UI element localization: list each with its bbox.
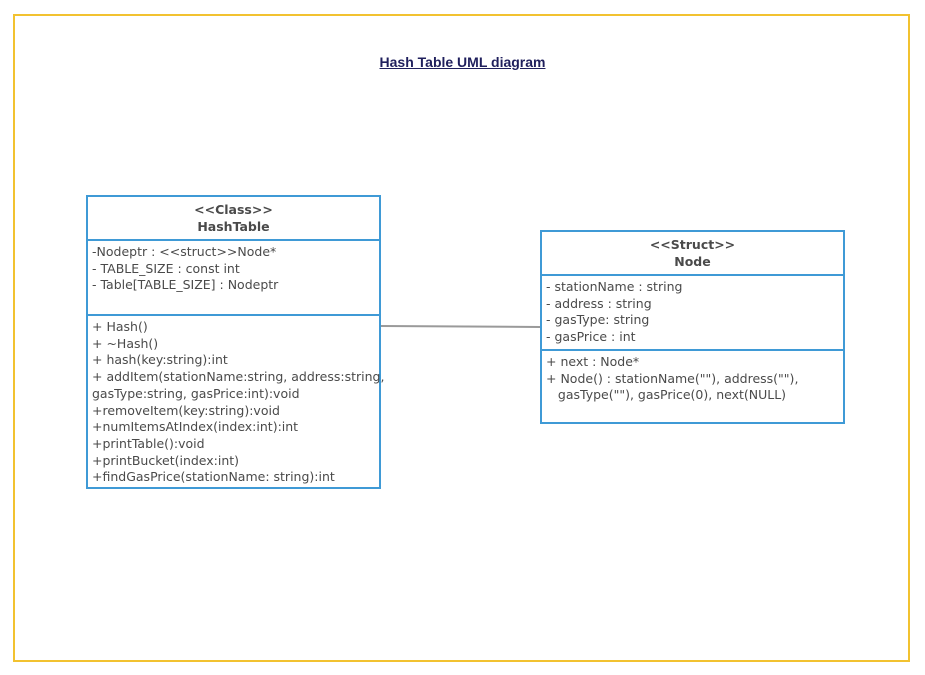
node-method: + Node() : stationName(""), address(""),	[546, 370, 799, 386]
hashtable-method: +findGasPrice(stationName: string):int	[92, 469, 335, 485]
node-attributes: - stationName : string - address : strin…	[542, 276, 843, 351]
node-attribute: - gasType: string	[546, 312, 650, 328]
hashtable-class-name: HashTable	[197, 219, 270, 234]
node-methods: + next : Node* + Node() : stationName(""…	[542, 351, 843, 404]
hashtable-method: + addItem(stationName:string, address:st…	[92, 369, 385, 385]
diagram-frame	[13, 14, 910, 662]
hashtable-method: +numItemsAtIndex(index:int):int	[92, 419, 299, 435]
hashtable-attribute: -Nodeptr : <<struct>>Node*	[92, 244, 277, 259]
node-attribute: - stationName : string	[546, 279, 683, 294]
node-stereotype: <<Struct>>	[649, 237, 736, 252]
hashtable-method: +removeItem(key:string):void	[92, 402, 280, 418]
node-method: gasType(""), gasPrice(0), next(NULL)	[546, 387, 787, 403]
hashtable-method: gasType:string, gasPrice:int):void	[92, 385, 300, 401]
hashtable-methods: + Hash() + ~Hash() + hash(key:string):in…	[88, 316, 385, 486]
hashtable-class-header: <<Class>> HashTable	[88, 197, 379, 241]
node-method: + next : Node*	[546, 354, 640, 369]
hashtable-method: + hash(key:string):int	[92, 352, 228, 368]
diagram-title-text: Hash Table UML diagram	[379, 54, 546, 70]
hashtable-stereotype: <<Class>>	[194, 202, 273, 217]
hashtable-method: +printTable():void	[92, 435, 205, 451]
hashtable-attributes: -Nodeptr : <<struct>>Node* - TABLE_SIZE …	[88, 241, 379, 316]
hashtable-method: + ~Hash()	[92, 335, 159, 351]
node-struct-box[interactable]: <<Struct>> Node - stationName : string -…	[540, 230, 845, 424]
hashtable-class-box[interactable]: <<Class>> HashTable -Nodeptr : <<struct>…	[86, 195, 385, 489]
hashtable-method: +printBucket(index:int)	[92, 452, 240, 468]
association-line	[380, 325, 541, 328]
node-attribute: - gasPrice : int	[546, 329, 636, 345]
hashtable-method: + Hash()	[92, 319, 148, 334]
node-struct-header: <<Struct>> Node	[542, 232, 843, 276]
diagram-title: Hash Table UML diagram	[0, 54, 925, 70]
node-struct-name: Node	[674, 254, 711, 269]
hashtable-attribute: - Table[TABLE_SIZE] : Nodeptr	[92, 277, 279, 293]
hashtable-attribute: - TABLE_SIZE : const int	[92, 260, 240, 276]
node-attribute: - address : string	[546, 295, 652, 311]
